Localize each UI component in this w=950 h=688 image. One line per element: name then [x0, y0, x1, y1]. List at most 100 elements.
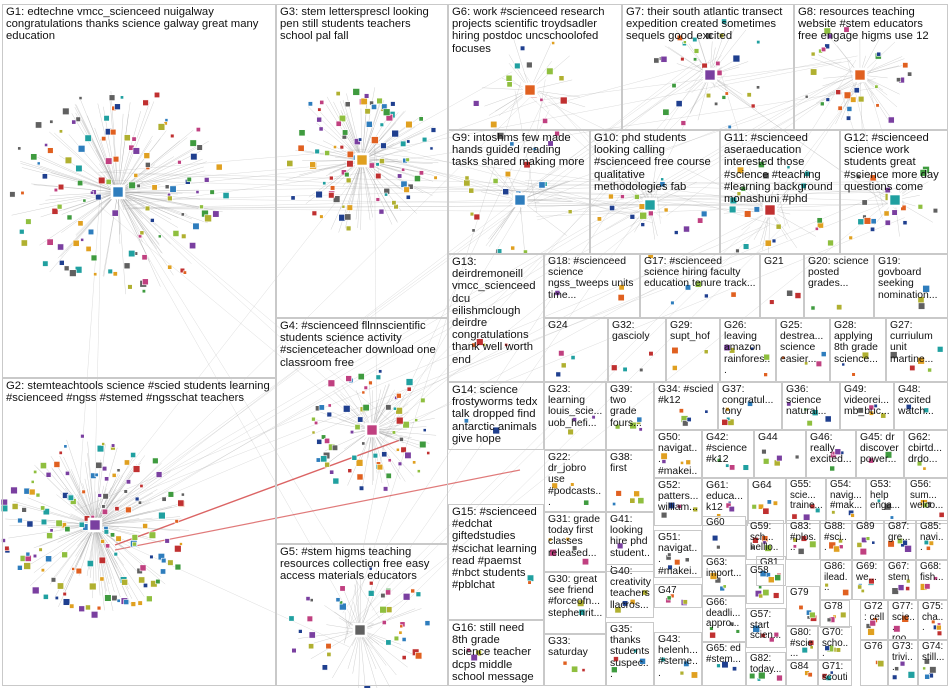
- network-node-g1: [192, 222, 200, 230]
- network-edge: [104, 70, 852, 509]
- network-edge: [361, 110, 406, 161]
- network-node-g4: [343, 405, 351, 413]
- network-node-g4: [357, 373, 365, 381]
- network-edge: [98, 205, 357, 420]
- network-edge: [94, 524, 105, 611]
- network-edge: [117, 191, 197, 194]
- network-node-g6: [473, 100, 480, 107]
- network-node-g50: [685, 459, 691, 465]
- network-node-g8: [843, 91, 852, 99]
- network-node-g3: [391, 200, 397, 206]
- group-box-g64: G64: [748, 478, 786, 524]
- network-edge: [361, 100, 385, 161]
- network-node-g2: [23, 562, 31, 570]
- network-node-g1: [127, 284, 133, 290]
- network-node-g4: [320, 455, 328, 463]
- network-node-g1: [47, 147, 54, 154]
- group-label-g25: G25: destrea... science easier...: [780, 320, 824, 365]
- group-box-g39: G39: two grade fours...: [606, 382, 654, 450]
- group-box-g81: G81: [756, 556, 786, 586]
- network-edge: [104, 180, 368, 647]
- network-node-g11: [786, 165, 791, 170]
- group-box-g85: G85: navi...: [916, 520, 948, 560]
- network-edge: [117, 191, 201, 208]
- network-node-g3: [329, 175, 334, 181]
- network-node-g67: [891, 587, 899, 595]
- network-node-g2: [85, 604, 91, 611]
- network-node-g2: [102, 493, 109, 500]
- network-node-g6: [514, 62, 521, 70]
- network-node-g7: [714, 101, 719, 106]
- network-edge: [659, 83, 854, 191]
- network-node-g4: [378, 369, 383, 374]
- network-node-g1: [131, 136, 137, 142]
- group-label-g60: G60: [706, 517, 725, 528]
- network-node-g2: [148, 531, 157, 539]
- group-box-g16: G16: still need 8th grade science teache…: [448, 620, 544, 686]
- network-node-g10: [674, 230, 679, 235]
- network-node-g2: [0, 504, 9, 512]
- network-node-g11: [736, 191, 742, 196]
- network-node-g36: [824, 415, 832, 423]
- network-edge: [61, 191, 119, 215]
- network-hub-g2: [89, 519, 101, 531]
- network-node-g7: [724, 91, 729, 96]
- group-label-g68: G68: fish...: [920, 561, 944, 583]
- network-edge: [649, 70, 711, 195]
- network-node-g2: [97, 493, 102, 498]
- network-edge: [123, 172, 366, 207]
- network-node-g8: [810, 51, 816, 57]
- network-node-g3: [314, 148, 320, 155]
- network-node-g3: [371, 104, 377, 110]
- network-node-g25: [815, 360, 823, 367]
- network-node-g2: [28, 488, 36, 496]
- network-node-g1: [44, 143, 48, 147]
- network-node-g1: [150, 218, 155, 223]
- network-edge: [117, 113, 124, 193]
- group-label-g34: G34: #scied #k12: [658, 384, 714, 407]
- network-node-g2: [131, 534, 139, 541]
- network-node-g72: [867, 628, 875, 636]
- network-edge: [75, 112, 119, 193]
- network-node-g1: [93, 272, 98, 277]
- network-node-g1: [80, 237, 85, 242]
- network-node-g9: [464, 175, 470, 181]
- network-node-g2: [132, 465, 141, 473]
- network-edge: [97, 103, 119, 193]
- group-label-g43: G43: helenh... #steme...: [658, 634, 698, 679]
- network-edge: [74, 103, 119, 193]
- network-node-g81: [767, 576, 775, 584]
- network-edge: [94, 464, 137, 526]
- group-box-g63: G63: import...: [702, 556, 746, 596]
- network-node-g31: [571, 545, 578, 551]
- network-node-g12: [919, 169, 928, 177]
- network-node-g3: [364, 108, 371, 115]
- network-node-g34: [682, 420, 689, 427]
- group-box-g40: G40: creativity teachers llacros...: [606, 564, 654, 618]
- network-edge: [94, 510, 151, 526]
- group-label-g37: G37: congratul... tony: [722, 384, 774, 418]
- group-box-g41: G41: looking hire phd student...: [606, 512, 654, 572]
- network-node-g5: [415, 591, 422, 597]
- network-edge: [386, 224, 771, 438]
- network-node-g1: [128, 181, 136, 189]
- network-node-g73: [899, 660, 906, 667]
- network-node-g39: [614, 423, 621, 430]
- group-box-g65: G65: ed #stem...: [702, 642, 746, 686]
- group-box-g49: G49: videorei... mb_buc...: [840, 382, 894, 430]
- network-edge: [373, 144, 379, 173]
- network-edge: [37, 157, 119, 193]
- network-node-g78: [826, 617, 832, 623]
- network-node-g8: [810, 68, 818, 76]
- network-edge: [835, 74, 861, 125]
- network-node-g88: [838, 538, 843, 544]
- network-edge: [361, 111, 405, 161]
- group-box-g37: G37: congratul... tony: [718, 382, 782, 430]
- network-node-g2: [174, 519, 179, 524]
- network-node-g9: [504, 171, 511, 178]
- network-edge: [361, 159, 373, 218]
- network-edge: [117, 129, 194, 193]
- group-box-g23: G23: learning louis_scie... uob_hefi...: [544, 382, 606, 450]
- network-edge: [313, 629, 361, 644]
- network-node-g11: [764, 239, 772, 247]
